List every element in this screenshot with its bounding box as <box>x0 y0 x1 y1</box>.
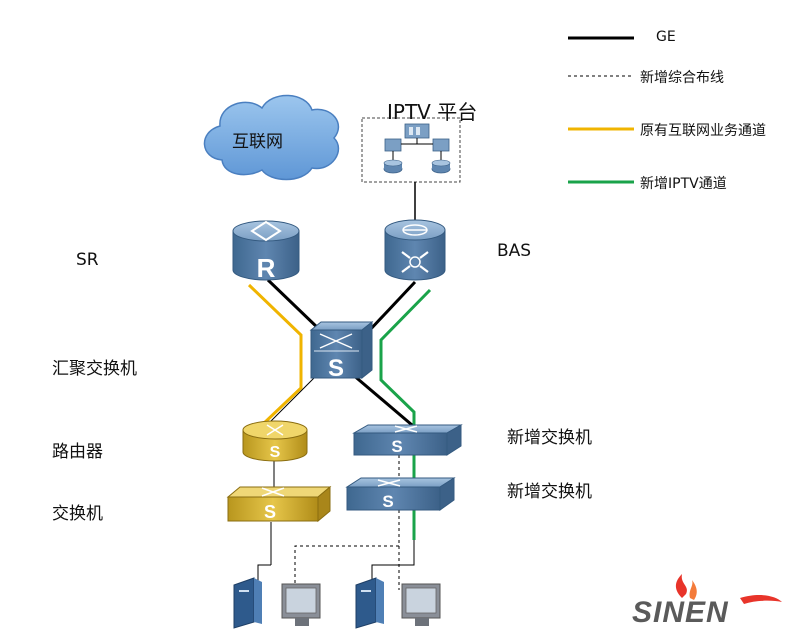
link-agg-router <box>267 373 319 425</box>
aggregation-switch: S <box>309 320 374 382</box>
switch-device-letter: S <box>264 502 276 522</box>
new-switch-1-label: 新增交换机 <box>507 428 592 448</box>
link-agg-newswitch <box>351 372 413 427</box>
internet-cloud <box>203 94 340 181</box>
sinen-logo: SINEN <box>632 574 782 629</box>
sr-router: R <box>232 220 300 283</box>
legend-ge-label: GE <box>656 29 676 45</box>
new-cabling-path <box>294 510 400 590</box>
router-device: S <box>242 420 308 462</box>
bas-label: BAS <box>497 241 532 261</box>
router-label: 路由器 <box>52 442 103 462</box>
iptv-platform-box <box>361 117 461 183</box>
new-switch-2: S <box>345 477 456 511</box>
sr-router-letter: R <box>257 253 276 283</box>
iptv-platform-devices <box>383 123 451 174</box>
switch-label: 交换机 <box>52 504 103 524</box>
logo-swoosh <box>740 595 782 604</box>
new-switch-2-letter: S <box>382 492 393 511</box>
new-switch-1-letter: S <box>391 437 402 456</box>
link-bas-agg <box>366 280 417 334</box>
link-sr-agg <box>266 278 322 332</box>
internet-label: 互联网 <box>232 132 283 152</box>
sr-label: SR <box>76 250 99 270</box>
new-switch-2-label: 新增交换机 <box>507 482 592 502</box>
aggregation-switch-letter: S <box>328 355 344 382</box>
aggregation-switch-label: 汇聚交换机 <box>52 359 137 379</box>
legend-cabling-label: 新增综合布线 <box>640 70 724 86</box>
logo-text: SINEN <box>632 596 729 629</box>
internet-channel-path <box>247 283 303 427</box>
pc-group-left <box>233 577 321 629</box>
switch-device: S <box>226 485 332 523</box>
flame-icon <box>675 574 687 598</box>
bas-device <box>384 219 446 281</box>
pc-group-right <box>355 577 441 629</box>
pc-link-right <box>371 540 415 590</box>
router-device-letter: S <box>270 444 281 461</box>
legend-iptv-label: 新增IPTV通道 <box>640 176 727 192</box>
legend-internet-label: 原有互联网业务通道 <box>640 123 766 139</box>
iptv-platform-label: IPTV 平台 <box>387 100 478 124</box>
new-switch-1: S <box>352 424 463 456</box>
